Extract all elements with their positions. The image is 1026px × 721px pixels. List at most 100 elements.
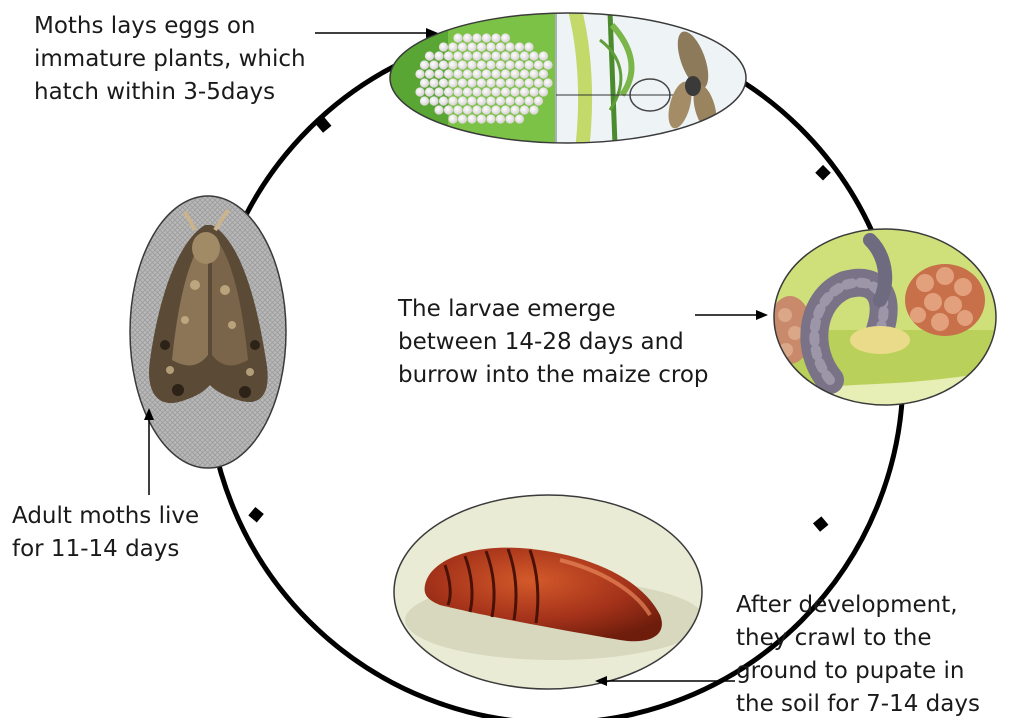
egg [486, 42, 495, 51]
egg [472, 87, 481, 96]
egg [520, 105, 529, 114]
moth-image [128, 193, 290, 473]
egg [448, 60, 457, 69]
egg [472, 51, 481, 60]
egg [463, 105, 472, 114]
label-line: After development, [736, 589, 980, 622]
egg [491, 87, 500, 96]
egg [496, 114, 505, 123]
egg [486, 114, 495, 123]
egg [539, 87, 548, 96]
egg [439, 42, 448, 51]
egg [425, 87, 434, 96]
egg [505, 78, 514, 87]
egg [510, 69, 519, 78]
egg [477, 78, 486, 87]
egg [448, 96, 457, 105]
egg [448, 42, 457, 51]
cycle-arrow-marker [813, 516, 828, 531]
egg [482, 105, 491, 114]
egg [477, 60, 486, 69]
egg [453, 69, 462, 78]
egg [529, 105, 538, 114]
egg [496, 78, 505, 87]
egg [486, 78, 495, 87]
egg [482, 33, 491, 42]
egg [515, 78, 524, 87]
egg [510, 51, 519, 60]
egg [501, 87, 510, 96]
egg [515, 114, 524, 123]
egg [415, 69, 424, 78]
cycle-arrow-marker [815, 165, 831, 181]
egg [434, 69, 443, 78]
egg [524, 96, 533, 105]
egg [539, 51, 548, 60]
egg [482, 51, 491, 60]
egg [444, 69, 453, 78]
label-line: the soil for 7-14 days [736, 688, 980, 721]
egg [429, 78, 438, 87]
egg [520, 51, 529, 60]
egg [482, 87, 491, 96]
eggs-stage-label: Moths lays eggs on immature plants, whic… [34, 10, 306, 109]
egg [444, 105, 453, 114]
egg [458, 42, 467, 51]
egg [505, 96, 514, 105]
egg [439, 96, 448, 105]
egg [472, 105, 481, 114]
egg [434, 105, 443, 114]
egg [439, 78, 448, 87]
egg [434, 87, 443, 96]
egg [524, 42, 533, 51]
egg [501, 51, 510, 60]
egg [472, 69, 481, 78]
egg [515, 42, 524, 51]
larvae-image [768, 225, 1000, 410]
label-line: between 14-28 days and [398, 326, 709, 359]
egg [491, 69, 500, 78]
egg [453, 33, 462, 42]
adult-stage-label: Adult moths live for 11-14 days [12, 500, 199, 566]
egg [515, 60, 524, 69]
egg [539, 69, 548, 78]
egg [543, 60, 552, 69]
egg [505, 114, 514, 123]
egg [477, 42, 486, 51]
egg [467, 78, 476, 87]
egg [415, 87, 424, 96]
egg [520, 69, 529, 78]
egg [496, 42, 505, 51]
label-line: The larvae emerge [398, 293, 709, 326]
label-line: immature plants, which [34, 43, 306, 76]
egg [529, 51, 538, 60]
larvae-stage-label: The larvae emerge between 14-28 days and… [398, 293, 709, 392]
egg [453, 51, 462, 60]
egg [505, 42, 514, 51]
egg [458, 78, 467, 87]
egg [496, 60, 505, 69]
egg [529, 87, 538, 96]
egg [420, 78, 429, 87]
egg [482, 69, 491, 78]
egg [501, 33, 510, 42]
egg [534, 78, 543, 87]
egg [467, 42, 476, 51]
egg [477, 96, 486, 105]
egg [534, 96, 543, 105]
egg [529, 69, 538, 78]
egg [491, 105, 500, 114]
egg [486, 60, 495, 69]
label-line: Adult moths live [12, 500, 199, 533]
label-line: burrow into the maize crop [398, 359, 709, 392]
cycle-arrow-marker [248, 507, 263, 522]
egg [486, 96, 495, 105]
egg [420, 60, 429, 69]
label-line: hatch within 3-5days [34, 76, 306, 109]
egg [453, 87, 462, 96]
egg [444, 87, 453, 96]
label-line: for 11-14 days [12, 533, 199, 566]
egg [429, 60, 438, 69]
egg [467, 96, 476, 105]
egg [501, 105, 510, 114]
